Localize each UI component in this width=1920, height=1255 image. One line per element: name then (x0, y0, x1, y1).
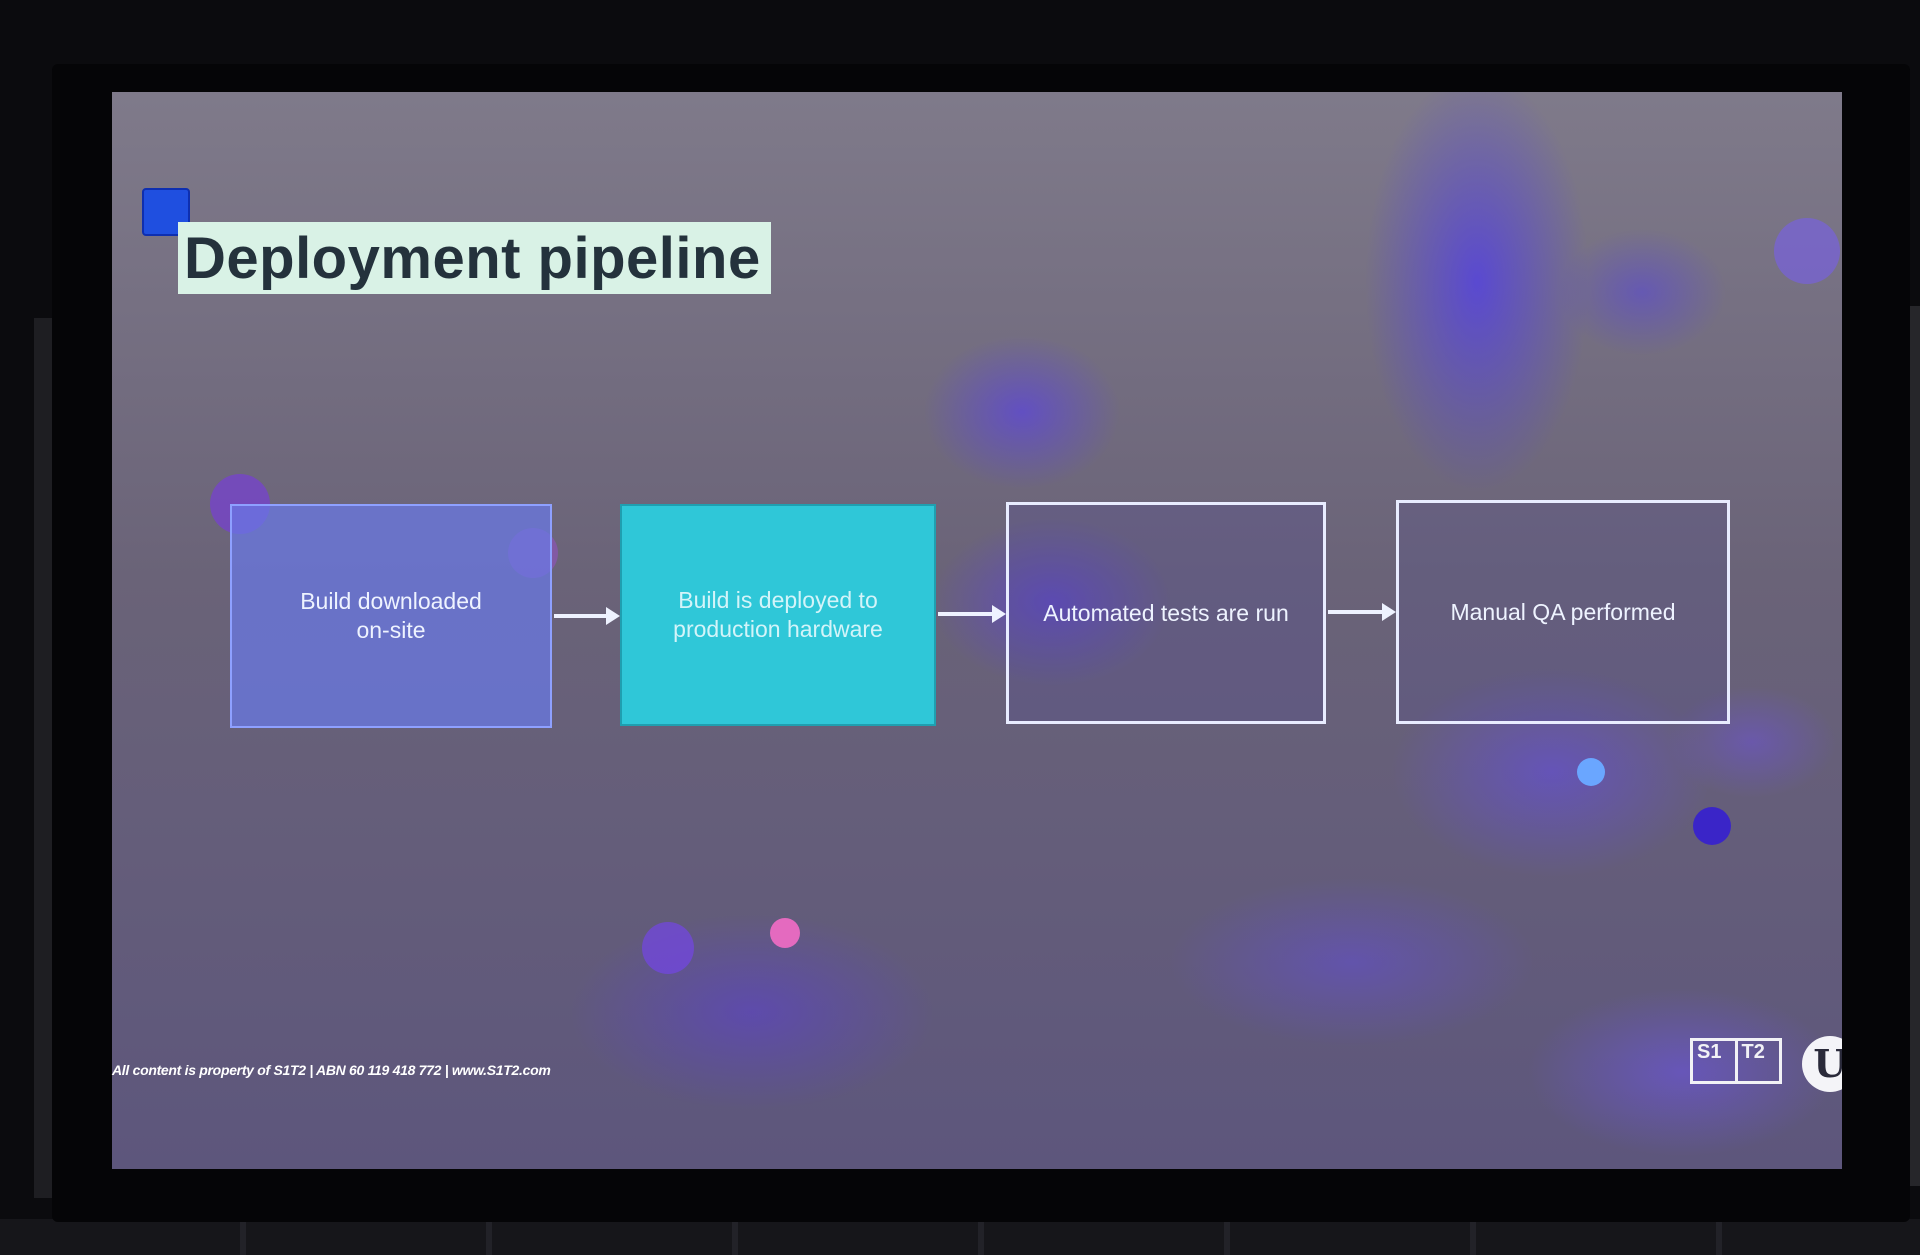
pipeline-step-download: Build downloaded on-site (230, 504, 552, 728)
s1t2-logo-right: T2 (1734, 1041, 1780, 1081)
right-arrow-icon (938, 605, 1006, 623)
pipeline-step-deploy: Build is deployed to production hardware (620, 504, 936, 726)
pipeline-step-label: Automated tests are run (1043, 599, 1289, 626)
right-arrow-icon (1328, 603, 1396, 621)
pipeline-step-manual-qa: Manual QA performed (1396, 500, 1730, 724)
unreal-engine-logo-icon: U (1802, 1036, 1847, 1092)
background-bubble (1577, 758, 1605, 786)
right-arrow-icon (554, 607, 620, 625)
s1t2-logo-left: S1 (1697, 1041, 1722, 1063)
slide-title: Deployment pipeline (178, 222, 771, 294)
background-bubble (642, 922, 694, 974)
projected-slide: Deployment pipeline Build downloaded on-… (112, 92, 1842, 1169)
pipeline-step-label: Build is deployed to production hardware (673, 587, 883, 642)
pipeline-step-label: Manual QA performed (1450, 598, 1676, 625)
unreal-logo-mark: U (1813, 1041, 1847, 1086)
background-bubble (1774, 218, 1840, 284)
pipeline-step-automated-tests: Automated tests are run (1006, 502, 1326, 724)
background-bubble (770, 918, 800, 948)
pipeline-step-label: Build downloaded on-site (300, 588, 482, 643)
background-bubble (1693, 807, 1731, 845)
footer-copyright: All content is property of S1T2 | ABN 60… (112, 1062, 551, 1078)
room-floor (0, 1219, 1920, 1255)
s1t2-logo: S1 T2 (1690, 1038, 1782, 1084)
